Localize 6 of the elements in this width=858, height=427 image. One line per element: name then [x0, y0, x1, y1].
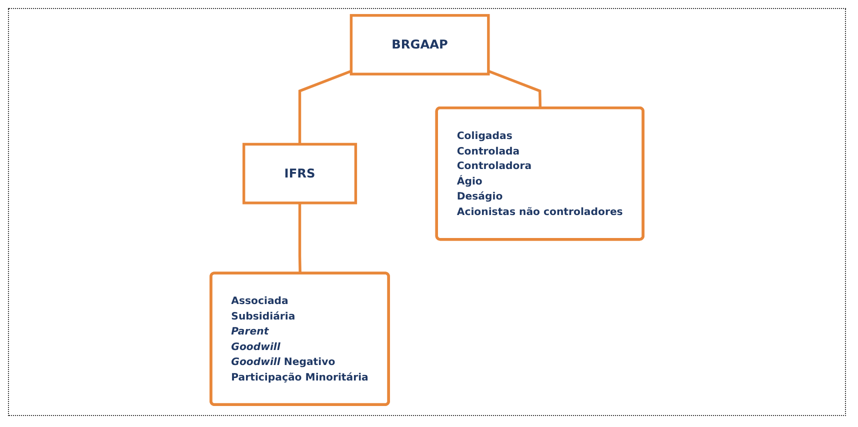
connector [298, 202, 302, 273]
node-box [242, 142, 358, 204]
connector [488, 69, 542, 108]
page-frame: BRGAAP IFRS Coligadas Controlada Controladora Ágio Deságio Acionistas não controladores Associada Subsidiária Parent Goodwill Goodwill Negativo Participação Minoritária [8, 8, 846, 416]
node-box [350, 14, 490, 75]
connector [298, 69, 352, 144]
